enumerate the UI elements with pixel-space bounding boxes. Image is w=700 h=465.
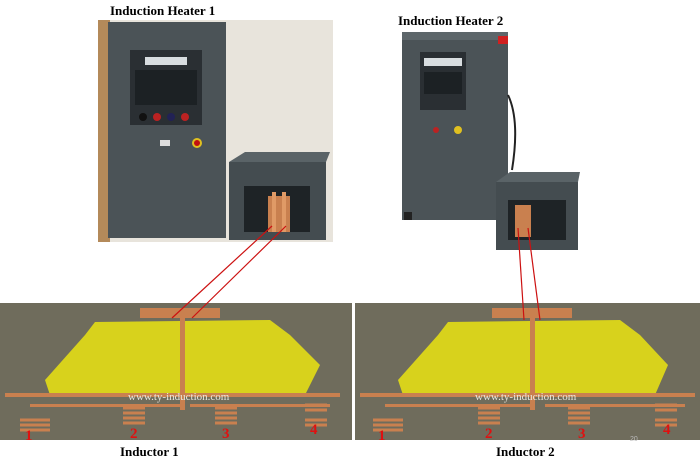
inductor-1-caption: Inductor 1 xyxy=(120,444,179,459)
coil-number-2: 2 xyxy=(130,426,138,442)
watermark: www.ty-induction.com xyxy=(475,391,577,403)
coil-number-3: 3 xyxy=(222,426,230,442)
connection-lines xyxy=(171,225,541,321)
heater-1-photo xyxy=(98,20,333,242)
alarm-light xyxy=(498,36,508,44)
inductor-2-photo: www.ty-induction.com 1 2 3 4 xyxy=(355,303,700,444)
coil-number-1: 1 xyxy=(378,428,386,444)
inductor-2-caption: Inductor 2 xyxy=(496,444,555,459)
heater-2-title: Induction Heater 2 xyxy=(398,13,504,28)
coil-number-3: 3 xyxy=(578,426,586,442)
watermark: www.ty-induction.com xyxy=(128,391,230,403)
coil-number-1: 1 xyxy=(25,428,33,444)
coil-number-4: 4 xyxy=(310,422,318,438)
heater-2-photo xyxy=(402,32,580,250)
page-number: 20 xyxy=(630,436,638,443)
heater-1-title: Induction Heater 1 xyxy=(110,3,216,18)
coil-number-4: 4 xyxy=(663,422,671,438)
inductor-1-photo: www.ty-induction.com 1 2 3 4 xyxy=(0,303,352,444)
coil-number-2: 2 xyxy=(485,426,493,442)
